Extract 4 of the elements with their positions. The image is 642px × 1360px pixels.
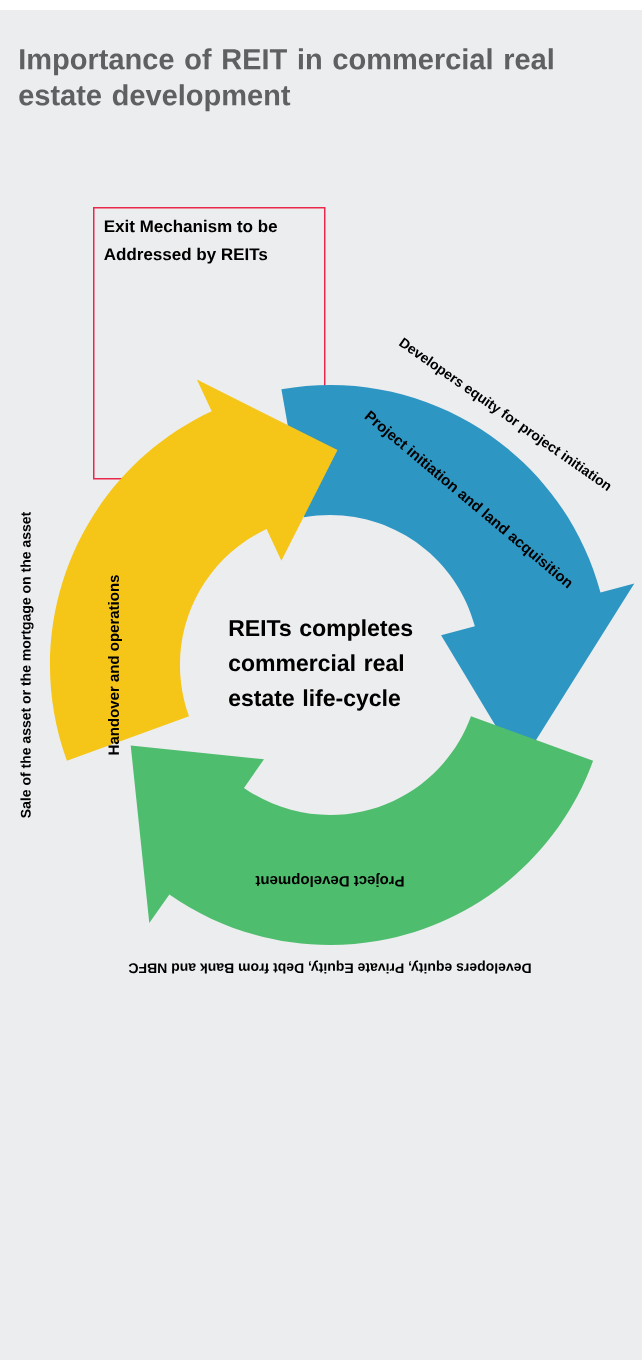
arc-label: Developers equity, Private Equity, Debt from Bank and NBFC [128,960,531,974]
cycle-segment: Project Development [130,716,594,945]
title: Importance of REIT in commercial real estate development [19,48,553,112]
arc-label: Sale of the asset or the mortgage on the asset [20,511,34,818]
